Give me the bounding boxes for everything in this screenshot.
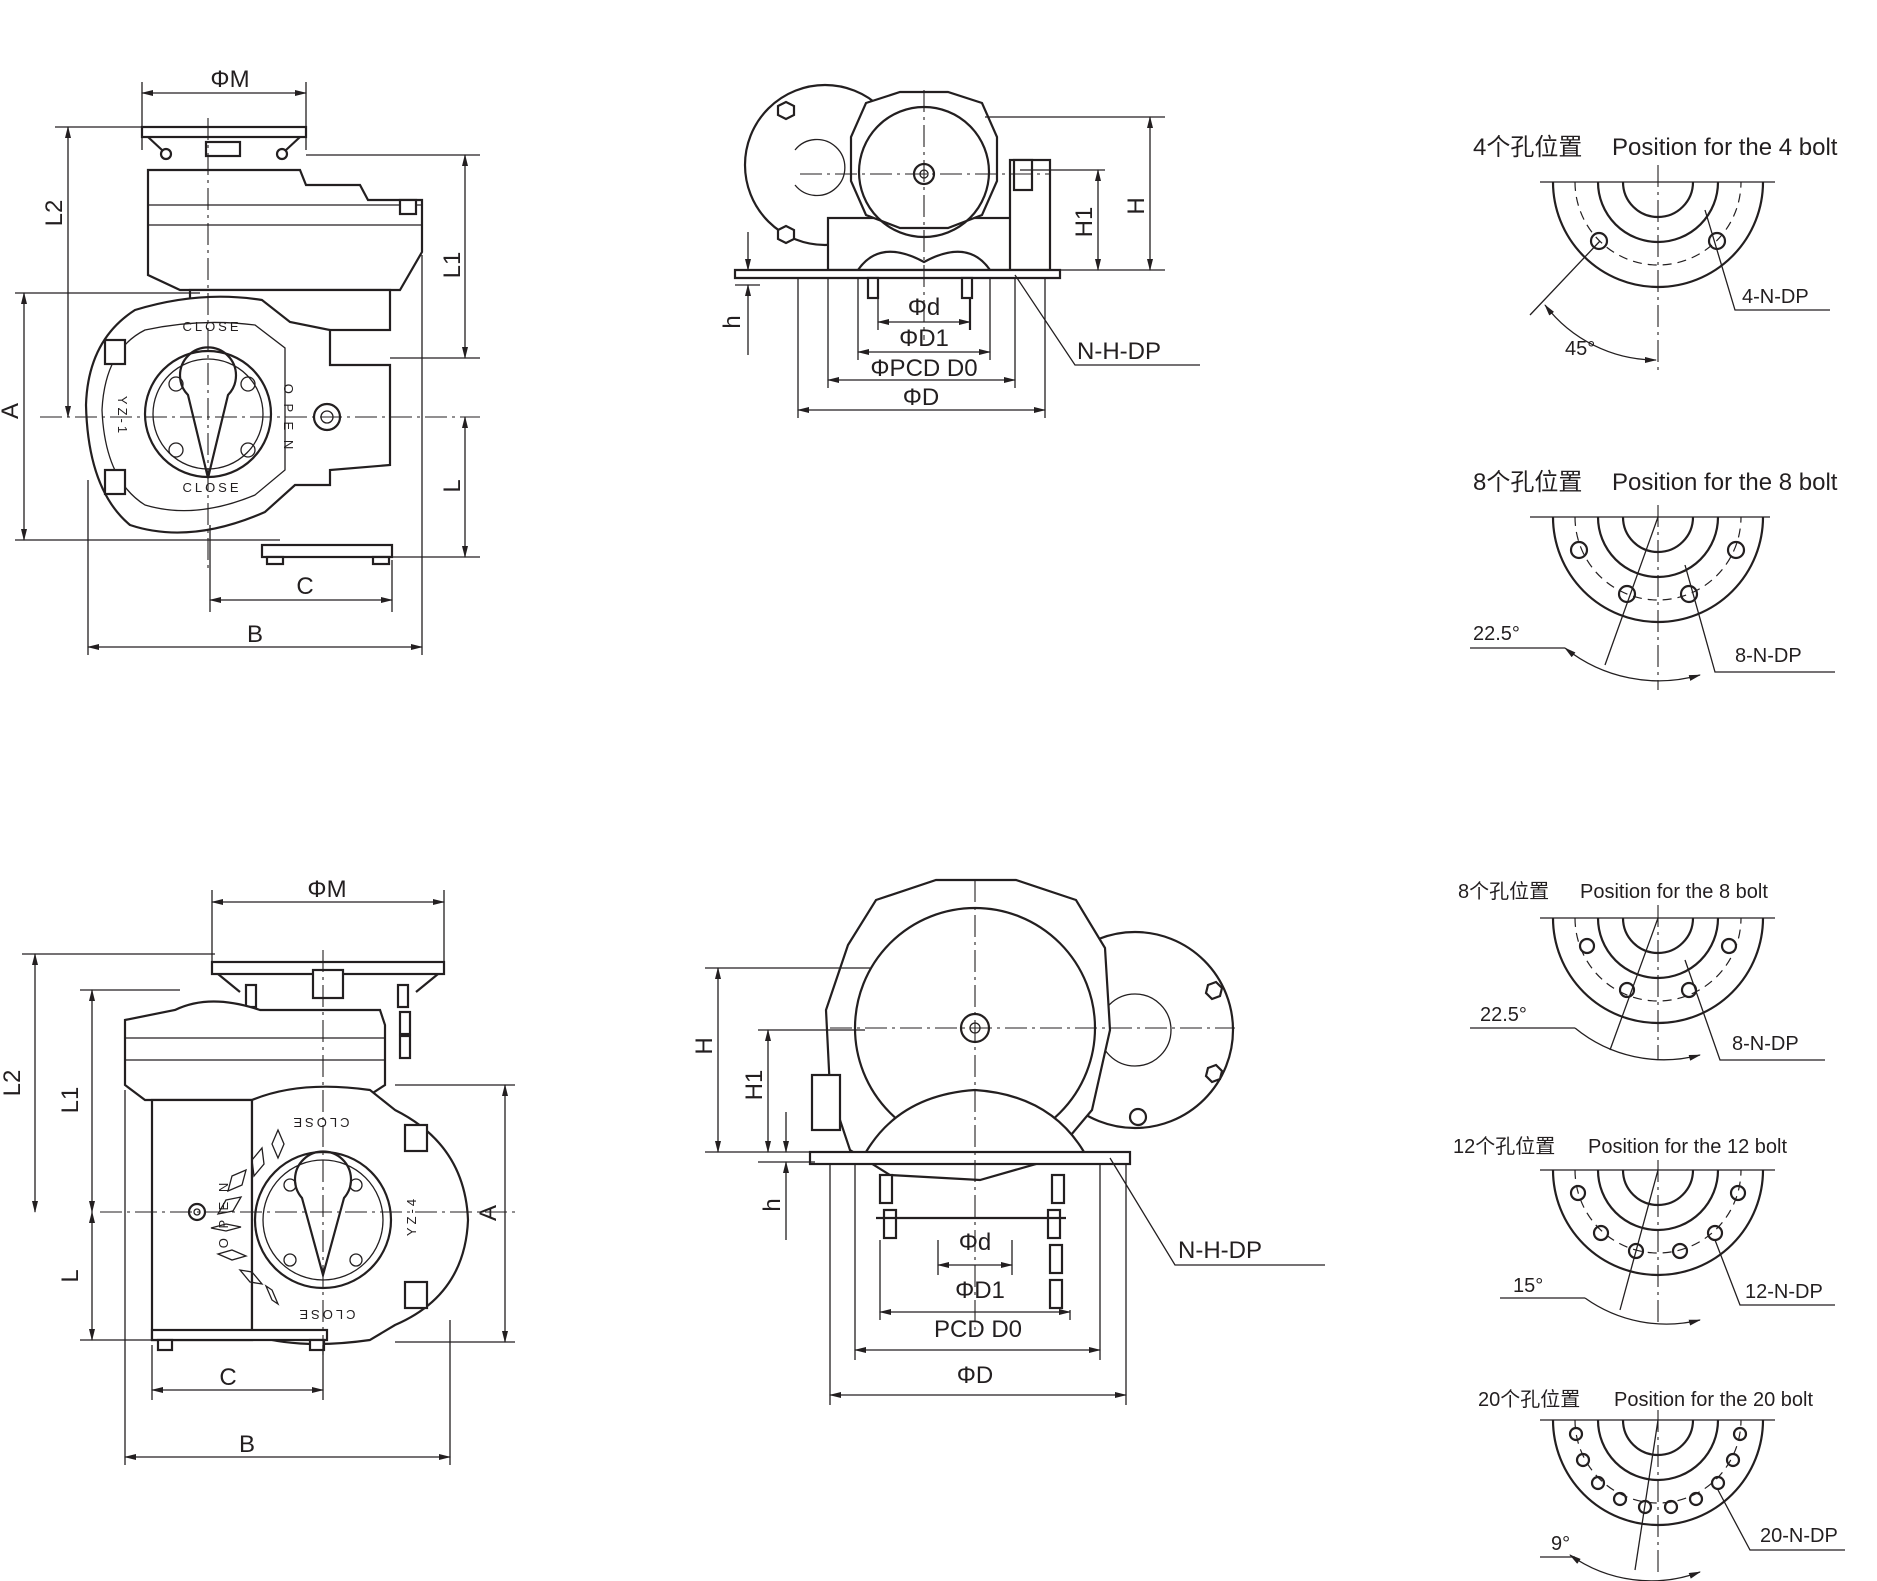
- bolt-pattern-4-title-en: Position for the 4 bolt: [1612, 134, 1838, 161]
- dim-A-label: A: [0, 403, 24, 419]
- dim-H1-label: H1: [1071, 207, 1098, 238]
- dim-h-label: h: [719, 315, 746, 328]
- bolt-pattern-20-title-en: Position for the 20 bolt: [1614, 1389, 1813, 1411]
- bolt-pattern-8a-label: 8-N-DP: [1735, 645, 1802, 667]
- dimension-lines-view-2: [735, 116, 1200, 418]
- bolt-pattern-20: 20个孔位置 Position for the 20 bolt 9° 20-N-…: [1478, 1388, 1845, 1581]
- bolt-pattern-8-a: 8个孔位置 Position for the 8 bolt 22.5° 8-N-…: [1470, 469, 1838, 690]
- bolt-pattern-12-title-cn: 12个孔位置: [1453, 1135, 1555, 1158]
- bolt-pattern-8-b: 8个孔位置 Position for the 8 bolt 22.5° 8-N-…: [1458, 880, 1825, 1061]
- dim-A-label: A: [475, 1205, 502, 1221]
- dim-M-label: ΦM: [307, 876, 346, 903]
- bolt-pattern-8b-label: 8-N-DP: [1732, 1033, 1799, 1055]
- dimension-lines-view-1: [15, 82, 480, 655]
- bolt-pattern-20-label: 20-N-DP: [1760, 1525, 1838, 1547]
- dim-D1-label: ΦD1: [955, 1277, 1005, 1304]
- dim-L1-label: L1: [439, 252, 466, 279]
- dim-B-label: B: [239, 1431, 255, 1458]
- bolt-pattern-20-angle: 9°: [1551, 1533, 1570, 1555]
- view-top-left-side-elevation: ΦM L2 L1 A L C B CLOSE CLOSE O P E N YZ-…: [0, 66, 480, 655]
- indicator-close-bottom: CLOSE: [182, 480, 241, 495]
- model-label: YZ-4: [404, 1196, 419, 1236]
- bolt-pattern-12-angle: 15°: [1513, 1275, 1543, 1297]
- bolt-pattern-8a-title-cn: 8个孔位置: [1473, 469, 1582, 496]
- bolt-pattern-8b-title-en: Position for the 8 bolt: [1580, 881, 1768, 903]
- dimension-lines-view-3: [22, 890, 515, 1465]
- bolt-pattern-8a-angle: 22.5°: [1473, 623, 1520, 645]
- dim-d-label: Φd: [959, 1229, 992, 1256]
- bolt-pattern-8b-title-cn: 8个孔位置: [1458, 880, 1549, 903]
- model-label: YZ-1: [115, 396, 130, 436]
- dim-H1-label: H1: [741, 1070, 768, 1101]
- indicator-close-bottom: CLOSE: [296, 1307, 355, 1322]
- view-bottom-middle-front-elevation: H H1 h Φd ΦD1 PCD D0 ΦD N-H-DP: [691, 878, 1325, 1405]
- bolt-pattern-4-angle: 45°: [1565, 338, 1595, 360]
- dim-PCD-label: PCD D0: [934, 1316, 1022, 1343]
- indicator-close-top: CLOSE: [182, 319, 241, 334]
- indicator-open: O P E N: [216, 1180, 231, 1248]
- dim-PCD-label: ΦPCD D0: [870, 355, 977, 382]
- dim-L-label: L: [439, 479, 466, 492]
- bolt-callout-label: N-H-DP: [1077, 338, 1161, 365]
- dim-D-label: ΦD: [903, 384, 939, 411]
- dim-C-label: C: [219, 1364, 236, 1391]
- bolt-pattern-8b-angle: 22.5°: [1480, 1004, 1527, 1026]
- dim-H-label: H: [1123, 197, 1150, 214]
- dim-d-label: Φd: [908, 294, 941, 321]
- dim-L2-label: L2: [41, 200, 68, 227]
- bolt-pattern-12: 12个孔位置 Position for the 12 bolt 15° 12-N…: [1453, 1135, 1835, 1326]
- bolt-pattern-12-label: 12-N-DP: [1745, 1281, 1823, 1303]
- view-top-middle-front-elevation: H H1 h Φd ΦD1 ΦPCD D0 ΦD N-H-DP: [719, 83, 1200, 418]
- indicator-open: O P E N: [281, 384, 296, 452]
- bolt-pattern-4-label: 4-N-DP: [1742, 286, 1809, 308]
- dim-M-label: ΦM: [210, 66, 249, 93]
- dim-D1-label: ΦD1: [899, 325, 949, 352]
- view-bottom-left-side-elevation: ΦM L2 L1 L A C B CLOSE CLOSE O P E N YZ-…: [0, 876, 520, 1465]
- dim-H-label: H: [691, 1037, 718, 1054]
- dim-B-label: B: [247, 621, 263, 648]
- bolt-pattern-4: 4个孔位置 Position for the 4 bolt 45° 4-N-DP: [1473, 134, 1838, 370]
- indicator-close-top: CLOSE: [290, 1115, 349, 1130]
- dim-C-label: C: [296, 573, 313, 600]
- dim-L2-label: L2: [0, 1070, 26, 1097]
- bolt-pattern-20-title-cn: 20个孔位置: [1478, 1388, 1580, 1411]
- bolt-pattern-4-title-cn: 4个孔位置: [1473, 134, 1582, 161]
- bolt-callout-label: N-H-DP: [1178, 1237, 1262, 1264]
- dimension-lines-view-4: [705, 967, 1325, 1405]
- bolt-pattern-12-title-en: Position for the 12 bolt: [1588, 1136, 1787, 1158]
- bolt-pattern-8a-title-en: Position for the 8 bolt: [1612, 469, 1838, 496]
- dim-D-label: ΦD: [957, 1362, 993, 1389]
- dim-L-label: L: [57, 1269, 84, 1282]
- dim-h-label: h: [759, 1198, 786, 1211]
- dim-L1-label: L1: [57, 1087, 84, 1114]
